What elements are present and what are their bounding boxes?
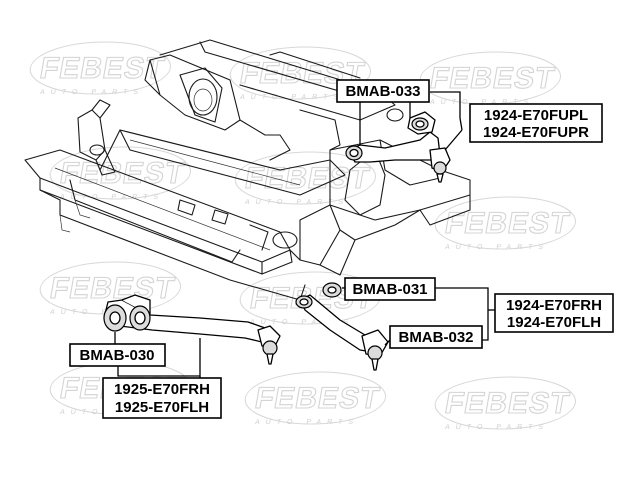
watermark-brand: FEBEST [252, 382, 382, 415]
label-1924-e70fupl-fupr: 1924-E70FUPL 1924-E70FUPR [469, 103, 603, 143]
ball-joint-lower-front [367, 345, 383, 361]
upper-control-arm-part [345, 111, 451, 183]
watermark-brand: FEBEST [427, 62, 557, 95]
label-text-1925-frh: 1925-E70FRH [114, 381, 210, 398]
ball-joint-upper [433, 161, 447, 175]
label-text-bmab-033: BMAB-033 [345, 83, 420, 100]
label-text-fupl: 1924-E70FUPL [484, 107, 588, 124]
label-text-bmab-030: BMAB-030 [79, 347, 154, 364]
watermark-5: FEBEST AUTO PARTS [234, 151, 377, 206]
label-text-frh: 1924-E70FRH [506, 297, 602, 314]
label-text-bmab-031: BMAB-031 [352, 281, 427, 298]
lower-rear-arm-part [103, 294, 281, 365]
watermark-sub: AUTO PARTS [49, 309, 154, 316]
label-bmab-030: BMAB-030 [69, 343, 166, 367]
label-1925-e70frh-flh: 1925-E70FRH 1925-E70FLH [102, 377, 222, 419]
watermark-3: FEBEST AUTO PARTS [419, 51, 562, 106]
watermark-6: FEBEST AUTO PARTS [434, 196, 577, 251]
label-text-bmab-032: BMAB-032 [398, 329, 473, 346]
watermark-brand: FEBEST [47, 272, 177, 305]
ball-joint-lower-rear [262, 340, 278, 356]
watermark-sub: AUTO PARTS [444, 244, 549, 251]
label-bmab-031: BMAB-031 [344, 277, 436, 301]
watermark-group: FEBEST AUTO PARTS FEBEST AUTO PARTS FEBE… [29, 41, 577, 431]
watermark-sub: AUTO PARTS [244, 199, 349, 206]
watermark-10: FEBEST AUTO PARTS [244, 371, 387, 426]
watermark-sub: AUTO PARTS [39, 89, 144, 96]
lower-front-arm-part [295, 282, 389, 371]
watermark-brand: FEBEST [442, 387, 572, 420]
label-bmab-032: BMAB-032 [389, 325, 483, 349]
watermark-sub: AUTO PARTS [444, 424, 549, 431]
label-text-fupr: 1924-E70FUPR [483, 124, 589, 141]
watermark-1: FEBEST AUTO PARTS [29, 41, 172, 96]
watermark-brand: FEBEST [37, 52, 167, 85]
watermark-sub: AUTO PARTS [429, 99, 534, 106]
watermark-11: FEBEST AUTO PARTS [434, 376, 577, 431]
watermark-sub: AUTO PARTS [59, 194, 164, 201]
watermark-sub: AUTO PARTS [239, 94, 344, 101]
label-text-flh: 1924-E70FLH [507, 314, 601, 331]
watermark-brand: FEBEST [242, 162, 372, 195]
watermark-sub: AUTO PARTS [254, 419, 359, 426]
watermark-brand: FEBEST [442, 207, 572, 240]
watermark-sub: AUTO PARTS [249, 319, 354, 326]
label-1924-e70frh-flh: 1924-E70FRH 1924-E70FLH [494, 293, 614, 333]
label-bmab-033: BMAB-033 [336, 79, 430, 103]
label-text-1925-flh: 1925-E70FLH [115, 399, 209, 416]
front-subframe-drawing [24, 39, 471, 301]
